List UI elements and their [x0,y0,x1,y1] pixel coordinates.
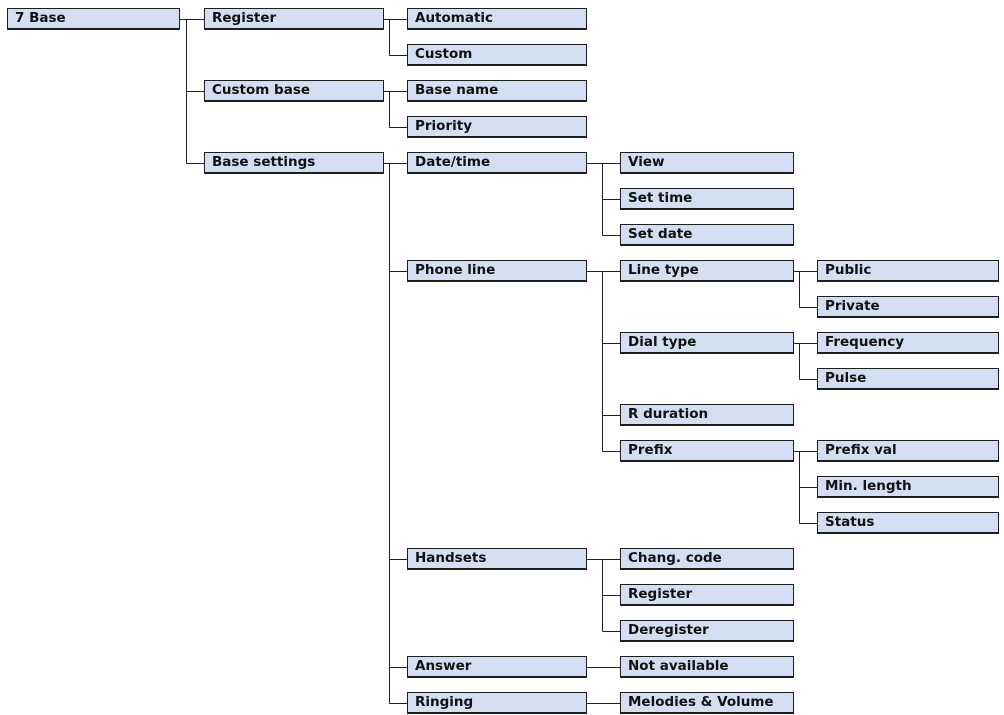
menu-item-frequency[interactable]: Frequency [817,332,999,354]
menu-item-melodies-and-volume[interactable]: Melodies & Volume [620,692,794,714]
menu-item-public[interactable]: Public [817,260,999,282]
menu-item-min-length[interactable]: Min. length [817,476,999,498]
menu-item-line-type[interactable]: Line type [620,260,794,282]
menu-item-priority[interactable]: Priority [407,116,587,138]
menu-item-base-settings[interactable]: Base settings [204,152,384,174]
menu-item-not-available[interactable]: Not available [620,656,794,678]
menu-item-prefix[interactable]: Prefix [620,440,794,462]
menu-item-prefix-val[interactable]: Prefix val [817,440,999,462]
menu-item-status[interactable]: Status [817,512,999,534]
menu-item-register[interactable]: Register [204,8,384,30]
menu-item-phone-line[interactable]: Phone line [407,260,587,282]
menu-item-base-name[interactable]: Base name [407,80,587,102]
menu-item-automatic[interactable]: Automatic [407,8,587,30]
menu-item-deregister[interactable]: Deregister [620,620,794,642]
menu-item-dial-type[interactable]: Dial type [620,332,794,354]
menu-item-pulse[interactable]: Pulse [817,368,999,390]
menu-item-chang-code[interactable]: Chang. code [620,548,794,570]
menu-item-custom-base[interactable]: Custom base [204,80,384,102]
menu-item-custom[interactable]: Custom [407,44,587,66]
menu-item-set-date[interactable]: Set date [620,224,794,246]
menu-item-set-time[interactable]: Set time [620,188,794,210]
menu-item-r-duration[interactable]: R duration [620,404,794,426]
menu-item-handsets[interactable]: Handsets [407,548,587,570]
menu-item-private[interactable]: Private [817,296,999,318]
menu-item-date-time[interactable]: Date/time [407,152,587,174]
menu-item-ringing[interactable]: Ringing [407,692,587,714]
menu-item-answer[interactable]: Answer [407,656,587,678]
menu-item-7-base[interactable]: 7 Base [7,8,180,30]
menu-item-view[interactable]: View [620,152,794,174]
menu-item-register[interactable]: Register [620,584,794,606]
